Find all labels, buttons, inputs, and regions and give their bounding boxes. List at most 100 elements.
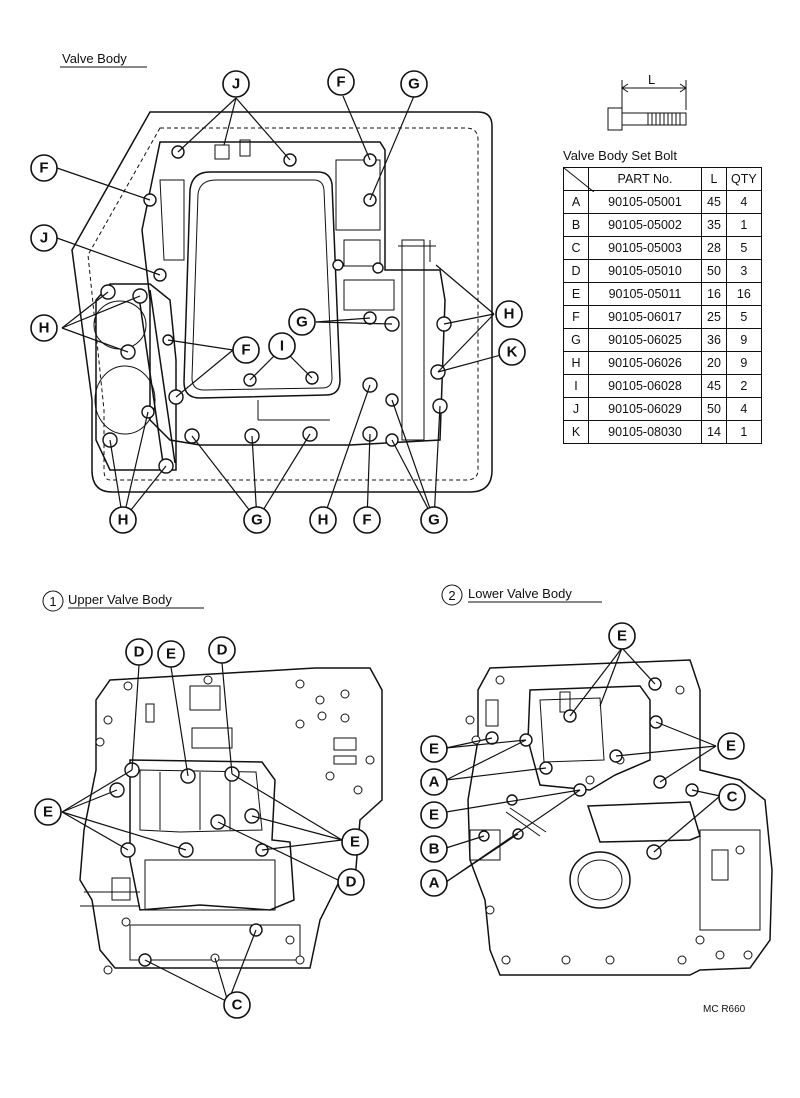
row-letter: J bbox=[563, 397, 589, 421]
row-letter: F bbox=[563, 305, 589, 329]
lower-callout-e-left-top: E bbox=[420, 735, 448, 763]
row-qty: 3 bbox=[726, 259, 762, 283]
header-diagonal bbox=[564, 168, 594, 192]
main-callout-f-top: F bbox=[327, 68, 355, 96]
svg-text:C: C bbox=[727, 789, 738, 806]
table-header-row: PART No. L QTY bbox=[563, 167, 762, 192]
main-callout-h-left: H bbox=[30, 314, 58, 342]
main-callout-h-right: H bbox=[495, 300, 523, 328]
upper-callout-d-top: D bbox=[208, 636, 236, 664]
row-qty: 9 bbox=[726, 328, 762, 352]
main-callout-f-left: F bbox=[30, 154, 58, 182]
lower-valve-body-drawing bbox=[465, 659, 773, 976]
row-part-no: 90105-06025 bbox=[588, 328, 702, 352]
lower-leader-lines bbox=[445, 647, 721, 883]
main-callout-g-bottom-right: G bbox=[420, 506, 448, 534]
svg-text:G: G bbox=[251, 512, 263, 529]
row-length: 45 bbox=[701, 190, 727, 214]
row-qty: 5 bbox=[726, 236, 762, 260]
row-qty: 9 bbox=[726, 351, 762, 375]
row-length: 25 bbox=[701, 305, 727, 329]
upper-callout-d-right: D bbox=[337, 868, 365, 896]
row-letter: H bbox=[563, 351, 589, 375]
svg-text:F: F bbox=[39, 160, 48, 177]
lower-callout-e-left-mid: E bbox=[420, 801, 448, 829]
row-part-no: 90105-05003 bbox=[588, 236, 702, 260]
lower-callout-c: C bbox=[718, 783, 746, 811]
lower-callout-e-right: E bbox=[717, 732, 745, 760]
row-length: 50 bbox=[701, 397, 727, 421]
main-title: Valve Body bbox=[62, 51, 127, 66]
main-callout-h-bottom: H bbox=[309, 506, 337, 534]
svg-text:E: E bbox=[429, 741, 439, 758]
row-letter: C bbox=[563, 236, 589, 260]
svg-text:D: D bbox=[217, 642, 228, 659]
svg-text:H: H bbox=[318, 512, 329, 529]
main-callout-k: K bbox=[498, 338, 526, 366]
svg-text:F: F bbox=[241, 342, 250, 359]
row-part-no: 90105-05011 bbox=[588, 282, 702, 306]
svg-text:H: H bbox=[118, 512, 129, 529]
bolt-icon: L bbox=[607, 72, 687, 131]
svg-text:E: E bbox=[43, 804, 53, 821]
row-part-no: 90105-06028 bbox=[588, 374, 702, 398]
lower-title: 2 Lower Valve Body bbox=[441, 584, 602, 606]
svg-text:F: F bbox=[336, 74, 345, 91]
svg-text:J: J bbox=[232, 76, 240, 93]
lower-callout-b: B bbox=[420, 835, 448, 863]
svg-text:D: D bbox=[134, 644, 145, 661]
svg-text:G: G bbox=[408, 76, 420, 93]
svg-text:F: F bbox=[362, 512, 371, 529]
row-part-no: 90105-06026 bbox=[588, 351, 702, 375]
row-qty: 4 bbox=[726, 190, 762, 214]
row-length: 45 bbox=[701, 374, 727, 398]
svg-text:E: E bbox=[726, 738, 736, 755]
svg-text:H: H bbox=[504, 306, 515, 323]
upper-leader-lines bbox=[61, 662, 343, 1003]
svg-text:G: G bbox=[428, 512, 440, 529]
row-qty: 5 bbox=[726, 305, 762, 329]
svg-text:1: 1 bbox=[49, 594, 56, 609]
row-length: 36 bbox=[701, 328, 727, 352]
lower-callout-a-top: A bbox=[420, 768, 448, 796]
svg-text:A: A bbox=[429, 875, 440, 892]
main-callout-h-bottom-left: H bbox=[109, 506, 137, 534]
row-letter: A bbox=[563, 190, 589, 214]
svg-text:E: E bbox=[166, 646, 176, 663]
lower-callout-a-bottom: A bbox=[420, 869, 448, 897]
main-callout-f-mid: F bbox=[232, 336, 260, 364]
main-callout-j-top: J bbox=[222, 70, 250, 98]
main-callout-j-left: J bbox=[30, 224, 58, 252]
svg-text:E: E bbox=[350, 834, 360, 851]
reference-code: MC R660 bbox=[703, 1004, 746, 1015]
svg-text:D: D bbox=[346, 874, 357, 891]
svg-text:K: K bbox=[507, 344, 518, 361]
row-part-no: 90105-05002 bbox=[588, 213, 702, 237]
row-part-no: 90105-08030 bbox=[588, 420, 702, 444]
lower-callout-e-top: E bbox=[608, 622, 636, 650]
header-qty: QTY bbox=[726, 167, 762, 191]
upper-callout-e-top: E bbox=[157, 640, 185, 668]
upper-callout-e-left: E bbox=[34, 798, 62, 826]
row-letter: I bbox=[563, 374, 589, 398]
svg-text:E: E bbox=[429, 807, 439, 824]
svg-text:C: C bbox=[232, 997, 243, 1014]
row-length: 50 bbox=[701, 259, 727, 283]
svg-text:B: B bbox=[429, 841, 440, 858]
row-letter: B bbox=[563, 213, 589, 237]
header-corner bbox=[563, 167, 594, 192]
row-qty: 2 bbox=[726, 374, 762, 398]
svg-text:2: 2 bbox=[448, 588, 455, 603]
svg-text:G: G bbox=[296, 314, 308, 331]
upper-callout-d-left: D bbox=[125, 638, 153, 666]
row-part-no: 90105-06029 bbox=[588, 397, 702, 421]
